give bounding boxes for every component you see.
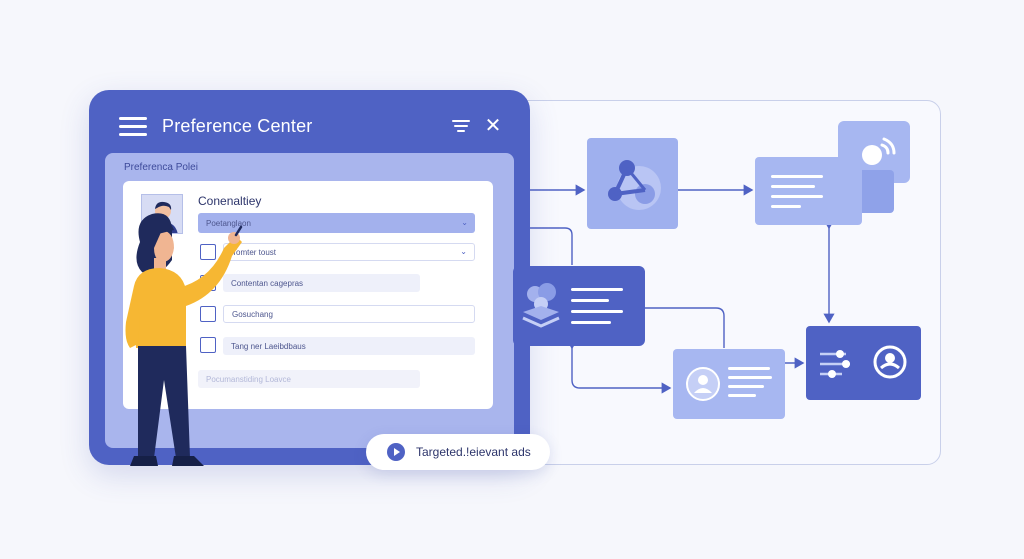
layers-icon xyxy=(522,283,560,328)
sliders-icon xyxy=(820,350,850,378)
preference-checkbox[interactable] xyxy=(200,244,216,260)
targeted-ads-chip[interactable]: Targeted.!eievant ads xyxy=(366,434,550,470)
target-icon xyxy=(873,345,907,379)
preference-dropdown-selected[interactable]: Poetanglaon ⌄ xyxy=(198,213,475,233)
field-label: Gosuchang xyxy=(232,309,273,319)
content-card-node[interactable] xyxy=(755,157,862,225)
network-node[interactable] xyxy=(587,138,678,229)
field-label: Tang ner Laeibdbaus xyxy=(231,341,306,351)
field-label: Pocumanstiding Loavce xyxy=(206,374,291,384)
preference-field[interactable]: Tang ner Laeibdbaus xyxy=(223,337,475,355)
network-icon xyxy=(608,160,661,210)
preference-field[interactable]: Pocumanstiding Loavce xyxy=(198,370,420,388)
window-title: Preference Center xyxy=(162,116,313,136)
play-icon xyxy=(387,443,405,461)
form-title: Conenaltiey xyxy=(198,194,262,208)
preference-dropdown[interactable]: Tomter toust ⌄ xyxy=(223,243,475,261)
preference-checkbox[interactable] xyxy=(200,306,216,322)
preference-checkbox[interactable] xyxy=(200,337,216,353)
chip-label: Targeted.!eievant ads xyxy=(416,445,531,459)
field-label: Contentan cagepras xyxy=(231,278,304,288)
layers-node[interactable] xyxy=(513,266,645,346)
targeting-node[interactable] xyxy=(806,326,921,400)
preference-field[interactable]: Contentan cagepras xyxy=(223,274,420,292)
close-icon[interactable]: ✕ xyxy=(484,115,502,137)
menu-icon[interactable] xyxy=(119,117,147,137)
field-label: Poetanglaon xyxy=(206,218,251,228)
broadcast-icon xyxy=(862,137,896,165)
filter-icon[interactable] xyxy=(452,120,470,134)
chevron-down-icon: ⌄ xyxy=(461,218,468,228)
preference-field[interactable]: Gosuchang xyxy=(223,305,475,323)
profile-node[interactable] xyxy=(673,349,785,419)
profile-icon xyxy=(686,367,720,401)
field-label: Tomter toust xyxy=(232,247,277,257)
panel-label: Preferenca Polei xyxy=(124,162,198,173)
person-illustration xyxy=(125,213,243,466)
chevron-down-icon: ⌄ xyxy=(460,247,467,257)
